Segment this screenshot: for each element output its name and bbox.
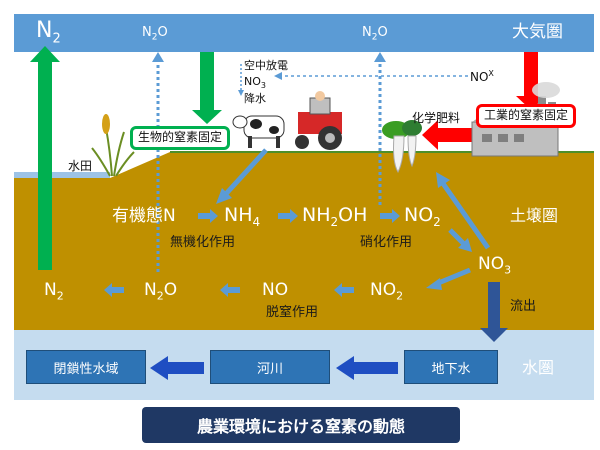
rice-plant-icon [91,114,135,177]
flow-arrow-river-closed [150,356,204,380]
n2-soil-label: N2 [44,280,64,303]
soil-label: 土壌圏 [510,206,559,225]
industrial-fixation-label: 工業的窒素固定 [476,104,577,128]
diagram-title: 農業環境における窒素の動態 [142,407,460,443]
biological-fixation-arrow [192,52,222,124]
water-label: 水圏 [522,358,555,377]
cow-icon [232,115,285,148]
uptake-arrow [439,180,491,250]
n2-emission-arrow [30,46,60,270]
nox-label: NOX [470,69,494,84]
industrial-fixation-arrow [516,52,546,110]
nitrification-label: 硝化作用 [360,235,413,250]
groundwater-box: 地下水 [404,350,498,384]
atmosphere-n2-label: N2 [36,18,61,47]
fertilizer-arrow [422,120,476,150]
rain-label: 降水 [244,92,266,105]
biological-fixation-label: 生物的窒素固定 [130,126,231,150]
no2-bottom-label: NO2 [370,280,404,303]
no3-air-label: NO3 [244,75,266,91]
runoff-label: 流出 [510,299,537,314]
organic-n-label: 有機態N [112,206,176,226]
paddy-water [14,172,110,178]
denitrification-chain-arrows [104,283,354,297]
nitrification-chain-arrows [198,209,400,223]
tractor-icon [295,91,342,150]
n2o-soil-label: N2O [144,280,178,303]
mineralization-label: 無機化作用 [170,235,236,250]
closed-water-box: 閉鎖性水域 [26,350,146,384]
nh2oh-label: NH2OH [302,204,368,229]
vegetable-icon [382,120,422,174]
no3-label: NO3 [478,254,512,277]
lightning-label: 空中放電 [244,59,288,72]
no-label: NO [262,280,289,300]
atmosphere-band [14,14,594,52]
atmosphere-n2o-left-label: N2O [142,25,168,43]
soil-region [14,152,594,330]
flow-arrow-groundwater-river [336,356,398,380]
runoff-arrow [480,282,508,342]
paddy-label: 水田 [68,159,93,173]
river-box: 河川 [210,350,330,384]
denitrification-label: 脱窒作用 [266,305,319,320]
no2-top-label: NO2 [404,204,441,229]
atmosphere-n2o-right-label: N2O [362,25,388,43]
fertilizer-label: 化学肥料 [412,111,461,125]
deposition-arrow [222,148,268,198]
atmosphere-label: 大気圏 [512,22,563,42]
nh4-label: NH4 [224,204,261,229]
